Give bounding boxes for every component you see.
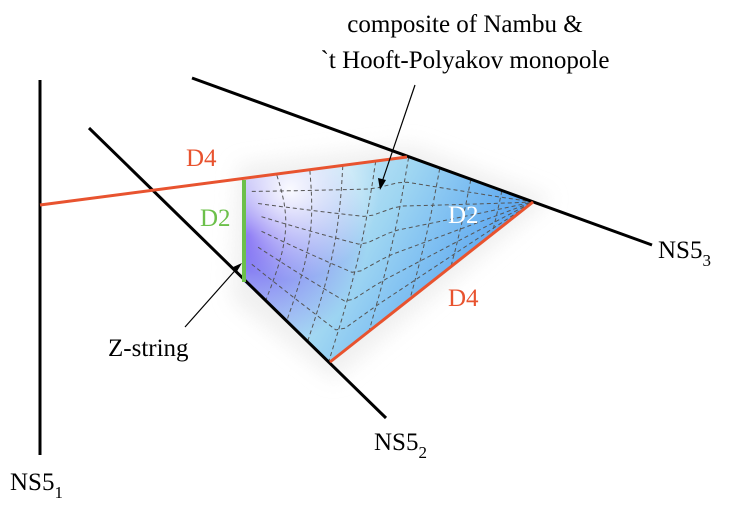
- d4-top-label: D4: [186, 145, 217, 172]
- grid-line-u: [286, 170, 313, 322]
- annotation-arrow: [378, 84, 416, 190]
- annotation-line-1: composite of Nambu &: [347, 11, 582, 38]
- grid-line-v: [257, 201, 534, 302]
- z-string-arrow: [184, 263, 242, 328]
- grid-line-u: [491, 190, 503, 235]
- grid-line-u: [368, 157, 410, 332]
- monopole-surface: [244, 157, 534, 362]
- ns5-2-label: NS52: [374, 429, 427, 462]
- grid-line-u: [307, 166, 344, 342]
- z-string-label: Z-string: [108, 335, 189, 362]
- d4-bottom-line: [329, 200, 534, 364]
- ns5-3-line: [191, 76, 653, 247]
- ns5-2-line: [87, 126, 388, 420]
- d2-right-label: D2: [448, 202, 479, 229]
- d2-left-label: D2: [200, 205, 231, 232]
- grid-line-v: [251, 181, 534, 203]
- ns5-3-label: NS53: [658, 237, 711, 270]
- grid-line-u: [264, 175, 287, 302]
- grid-line-v: [261, 201, 534, 273]
- grid-line-v: [258, 201, 534, 217]
- ns5-1-label: NS51: [10, 469, 63, 502]
- grid-line-v: [261, 201, 534, 245]
- surface-grid: [251, 157, 534, 362]
- annotation-line-2: `t Hooft-Polyakov monopole: [321, 47, 610, 74]
- grid-line-u: [328, 161, 377, 362]
- grid-line-u: [409, 168, 441, 300]
- d4-bottom-label: D4: [448, 285, 479, 312]
- surface-highlight: [244, 157, 533, 362]
- d4-top-line: [39, 155, 408, 207]
- grid-line-u: [450, 179, 472, 267]
